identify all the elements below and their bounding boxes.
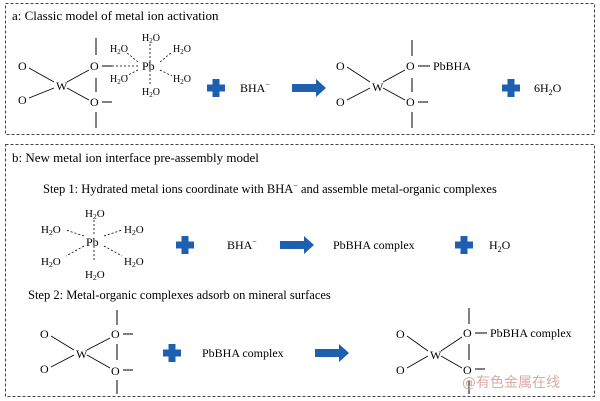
- atom-o: O: [463, 363, 472, 377]
- ligand-pbbha: PbBHA: [433, 59, 471, 73]
- panel-b-border: [5, 144, 595, 397]
- step1-hydrated-pb: Pb H2O H2O H2O H2O H2O H2O: [41, 208, 144, 282]
- atom-o: O: [463, 326, 472, 340]
- atom-pb: Pb: [142, 59, 155, 73]
- atom-o: O: [40, 362, 49, 376]
- ligand-pbbha-complex: PbBHA complex: [490, 326, 572, 340]
- plus-icon: [176, 236, 194, 254]
- atom-pb: Pb: [86, 235, 99, 249]
- atom-w: W: [56, 79, 68, 93]
- atom-o: O: [111, 327, 120, 341]
- atom-o: O: [396, 363, 405, 377]
- plus-icon: [455, 236, 473, 254]
- water-label: H2O: [85, 269, 105, 282]
- panel-a-product-surface: O O W O O PbBHA: [336, 40, 471, 128]
- water-label: H2O: [124, 224, 144, 237]
- atom-o: O: [40, 327, 49, 341]
- atom-w: W: [76, 347, 88, 361]
- plus-icon: [502, 79, 520, 97]
- water-label: H2O: [142, 33, 160, 45]
- reagent-pbbha-complex: PbBHA complex: [202, 346, 284, 360]
- reaction-arrow-icon: [315, 344, 349, 362]
- atom-w: W: [372, 80, 384, 94]
- reagent-bha: BHA−: [240, 80, 270, 95]
- water-label: H2O: [41, 256, 61, 269]
- atom-o: O: [406, 95, 415, 109]
- reaction-arrow-icon: [280, 236, 314, 254]
- water-label: H2O: [173, 44, 191, 56]
- reaction-arrow-icon: [292, 79, 326, 97]
- step2-mineral-surface: O O W O O: [40, 310, 133, 394]
- water-label: H2O: [142, 87, 160, 99]
- atom-o: O: [90, 59, 99, 73]
- water-label: H2O: [110, 44, 128, 56]
- panel-a-title: a: Classic model of metal ion activation: [12, 8, 219, 23]
- step2-product-surface: O O W O O PbBHA complex: [396, 308, 572, 394]
- plus-icon: [163, 344, 181, 362]
- water-label: H2O: [85, 208, 105, 221]
- atom-o: O: [111, 364, 120, 378]
- water-label: H2O: [41, 224, 61, 237]
- product-pbbha-complex: PbBHA complex: [333, 238, 415, 252]
- byproduct-water: 6H2O: [534, 81, 562, 97]
- atom-o: O: [336, 95, 345, 109]
- atom-o: O: [90, 95, 99, 109]
- byproduct-water: H2O: [489, 238, 511, 254]
- water-label: H2O: [173, 74, 191, 86]
- watermark-text: @有色金属在线: [462, 374, 560, 391]
- step2-label: Step 2: Metal-organic complexes adsorb o…: [28, 288, 331, 302]
- step1-label: Step 1: Hydrated metal ions coordinate w…: [43, 181, 497, 196]
- atom-o: O: [406, 59, 415, 73]
- water-label: H2O: [124, 256, 144, 269]
- panel-b-title: b: New metal ion interface pre-assembly …: [12, 150, 259, 165]
- plus-icon: [207, 79, 225, 97]
- panel-a-mineral-surface: O O W O O: [18, 38, 112, 128]
- atom-o: O: [18, 59, 27, 73]
- atom-o: O: [18, 93, 27, 107]
- water-label: H2O: [110, 74, 128, 86]
- atom-w: W: [430, 348, 442, 362]
- atom-o: O: [396, 327, 405, 341]
- panel-a-hydrated-pb: Pb H2O H2O H2O H2O H2O H2O: [110, 33, 191, 99]
- reagent-bha: BHA−: [227, 237, 257, 252]
- atom-o: O: [336, 59, 345, 73]
